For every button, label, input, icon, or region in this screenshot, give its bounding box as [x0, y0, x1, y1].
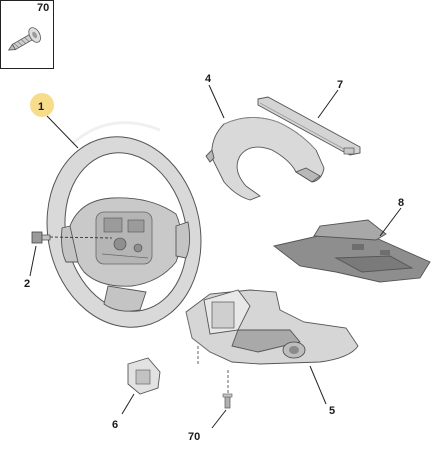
- leader-5: [309, 365, 327, 405]
- leader-2: [29, 245, 37, 277]
- leader-7: [317, 89, 339, 119]
- trim-strip: [257, 96, 361, 156]
- callout-1: 1: [38, 101, 44, 113]
- leader-6: [121, 393, 135, 415]
- callout-8: 8: [398, 197, 404, 209]
- callout-5: 5: [329, 405, 335, 417]
- bolt-axis-line: [49, 236, 113, 239]
- callout-6: 6: [112, 419, 118, 431]
- mounting-bracket: [272, 219, 431, 283]
- steering-wheel: [46, 121, 202, 328]
- callout-70: 70: [188, 431, 200, 443]
- leader-70: [211, 409, 227, 429]
- callout-badge-highlight: [30, 93, 54, 117]
- upper-trim-cover: [205, 117, 325, 201]
- bolt-icon: [31, 231, 51, 244]
- leader-8: [379, 207, 402, 237]
- callout-70-inset: 70: [37, 2, 49, 14]
- clip-icon: [127, 357, 161, 395]
- callout-2: 2: [24, 278, 30, 290]
- small-screw-icon: [222, 393, 233, 409]
- leader-4: [208, 84, 225, 119]
- inset-frame: [0, 0, 54, 69]
- leader-1: [46, 115, 79, 149]
- callout-7: 7: [337, 79, 343, 91]
- screw-icon: [7, 27, 41, 51]
- lower-shroud: [185, 289, 359, 365]
- callout-4: 4: [205, 73, 212, 85]
- screw-inset-box: 70: [0, 0, 54, 69]
